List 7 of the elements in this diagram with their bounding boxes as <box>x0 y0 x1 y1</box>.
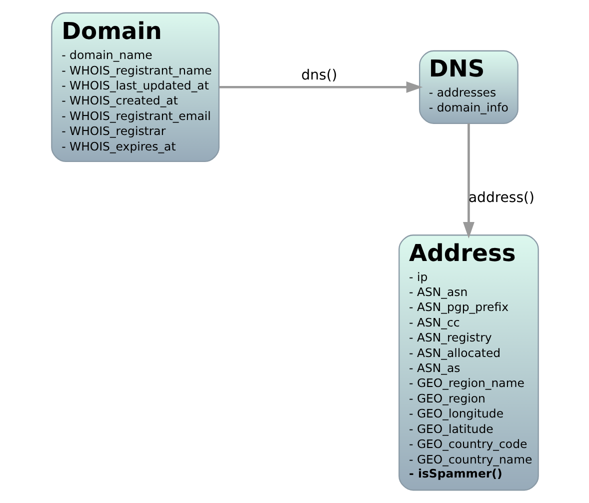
arrow <box>218 81 422 93</box>
node-box: Domain - domain_name - WHOIS_registrant_name - WHOIS_last_updated_at - WHOIS_created_at - WHOIS_registrant_email - WHOIS_registrar - WHOIS_expires_at <box>50 12 220 162</box>
node-box: Address - ip - ASN_asn - ASN_pgp_prefix - ASN_cc - ASN_registry - ASN_allocated - ASN_as - GEO_region_name - GEO_region - GEO_longitude - GEO_latitude - GEO_country_code - GEO_country_name - isSpammer() <box>398 234 538 491</box>
arrow <box>462 123 474 238</box>
node-box: DNS - addresses - domain_info <box>418 50 518 124</box>
edge-label: dns() <box>300 68 337 84</box>
edge-label: address() <box>468 190 534 206</box>
